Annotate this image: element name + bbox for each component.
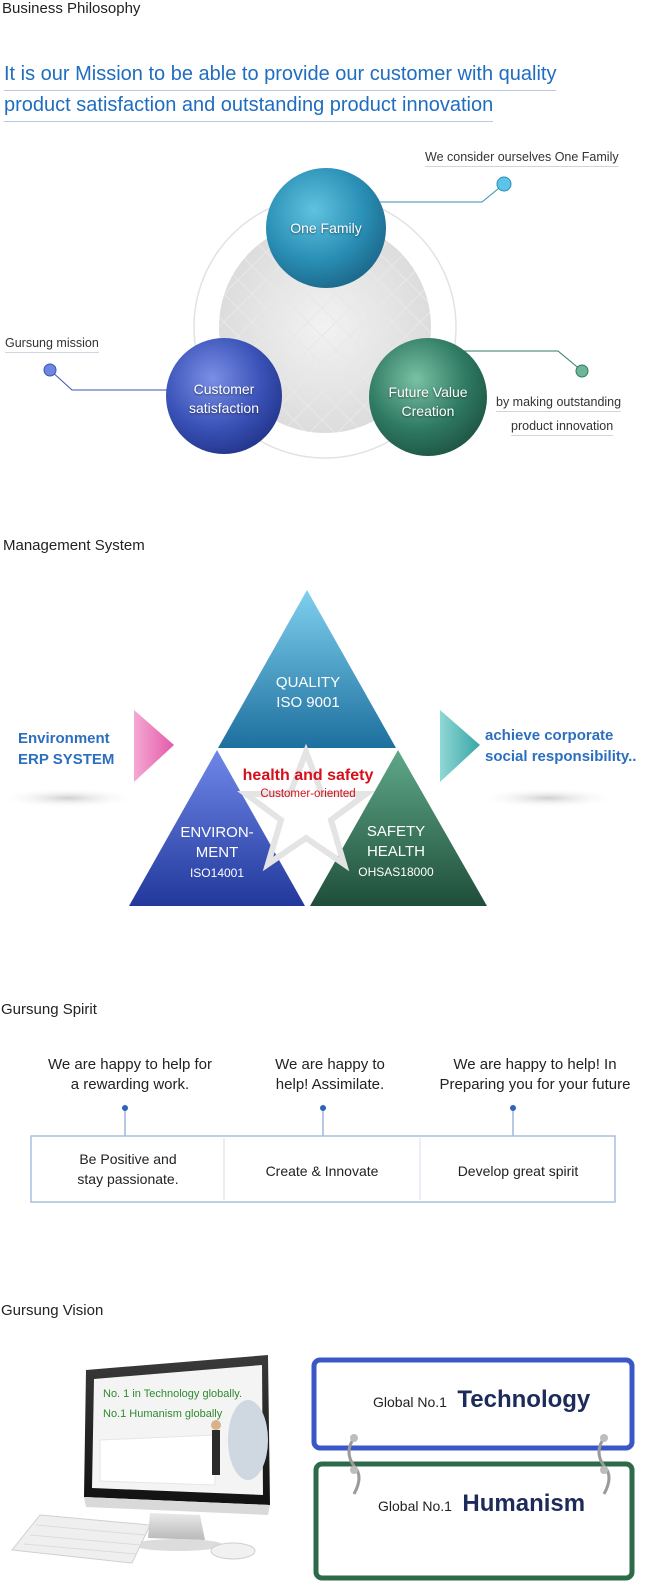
quality-triangle [218, 590, 396, 748]
callout-one-family: We consider ourselves One Family [425, 150, 619, 167]
dot-left [43, 363, 57, 377]
left-shadow [0, 788, 138, 808]
connector-left [49, 369, 168, 391]
customer-satisfaction-circle [166, 338, 282, 454]
connector-top [380, 183, 505, 203]
environment-triangle [129, 750, 305, 906]
right-arrow-icon [440, 710, 480, 782]
computer-illustration [11, 1355, 270, 1564]
one-family-label: One Family [290, 220, 362, 236]
person-icon [212, 1430, 220, 1475]
mouse-icon [210, 1542, 256, 1560]
one-family-circle [266, 168, 386, 288]
safety-triangle [310, 750, 487, 906]
business-philosophy-title: Business Philosophy [2, 0, 141, 17]
mission-line-2: product satisfaction and outstanding pro… [4, 91, 494, 122]
mission-line-1: It is our Mission to be able to provide … [4, 60, 557, 91]
management-diagram [0, 590, 618, 906]
spirit-box [30, 1135, 616, 1203]
technology-card-text: Global No.1 Technology [373, 1386, 591, 1413]
technology-card [311, 1357, 635, 1451]
spirit-diagram [30, 1105, 616, 1203]
callout-right-line1: by making outstanding [496, 395, 622, 412]
connector-right [462, 350, 583, 372]
dot-right [575, 364, 589, 378]
keyboard-icon [11, 1514, 151, 1564]
gursung-vision-title: Gursung Vision [1, 1302, 104, 1319]
vision-cards [311, 1357, 635, 1581]
philosophy-diagram [43, 168, 589, 459]
star-icon [236, 743, 376, 872]
center-label: health and safety Customer-oriented [242, 767, 374, 800]
right-shadow [478, 788, 618, 808]
dot-top [496, 176, 512, 192]
spirit-dot-3 [510, 1105, 516, 1111]
humanism-card-text: Global No.1 Humanism [378, 1490, 586, 1517]
spirit-box-2: Create & Innovate [265, 1163, 379, 1179]
spirit-dot-2 [320, 1105, 326, 1111]
management-system-title: Management System [3, 537, 145, 554]
mission-statement: It is our Mission to be able to provide … [4, 60, 557, 122]
left-arrow-icon [134, 710, 174, 782]
spirit-dot-1 [122, 1105, 128, 1111]
callout-right-line2: product innovation [511, 419, 614, 436]
environment-label: ENVIRON-MENT ISO14001 [180, 824, 254, 880]
future-value-circle [369, 338, 487, 456]
gursung-spirit-title: Gursung Spirit [1, 1001, 97, 1018]
humanism-card [313, 1461, 635, 1581]
callout-gursung-mission: Gursung mission [5, 336, 99, 353]
screen-text: No. 1 in Technology globally.No.1 Humani… [103, 1388, 243, 1420]
spirit-box-3: Develop great spirit [457, 1163, 579, 1179]
